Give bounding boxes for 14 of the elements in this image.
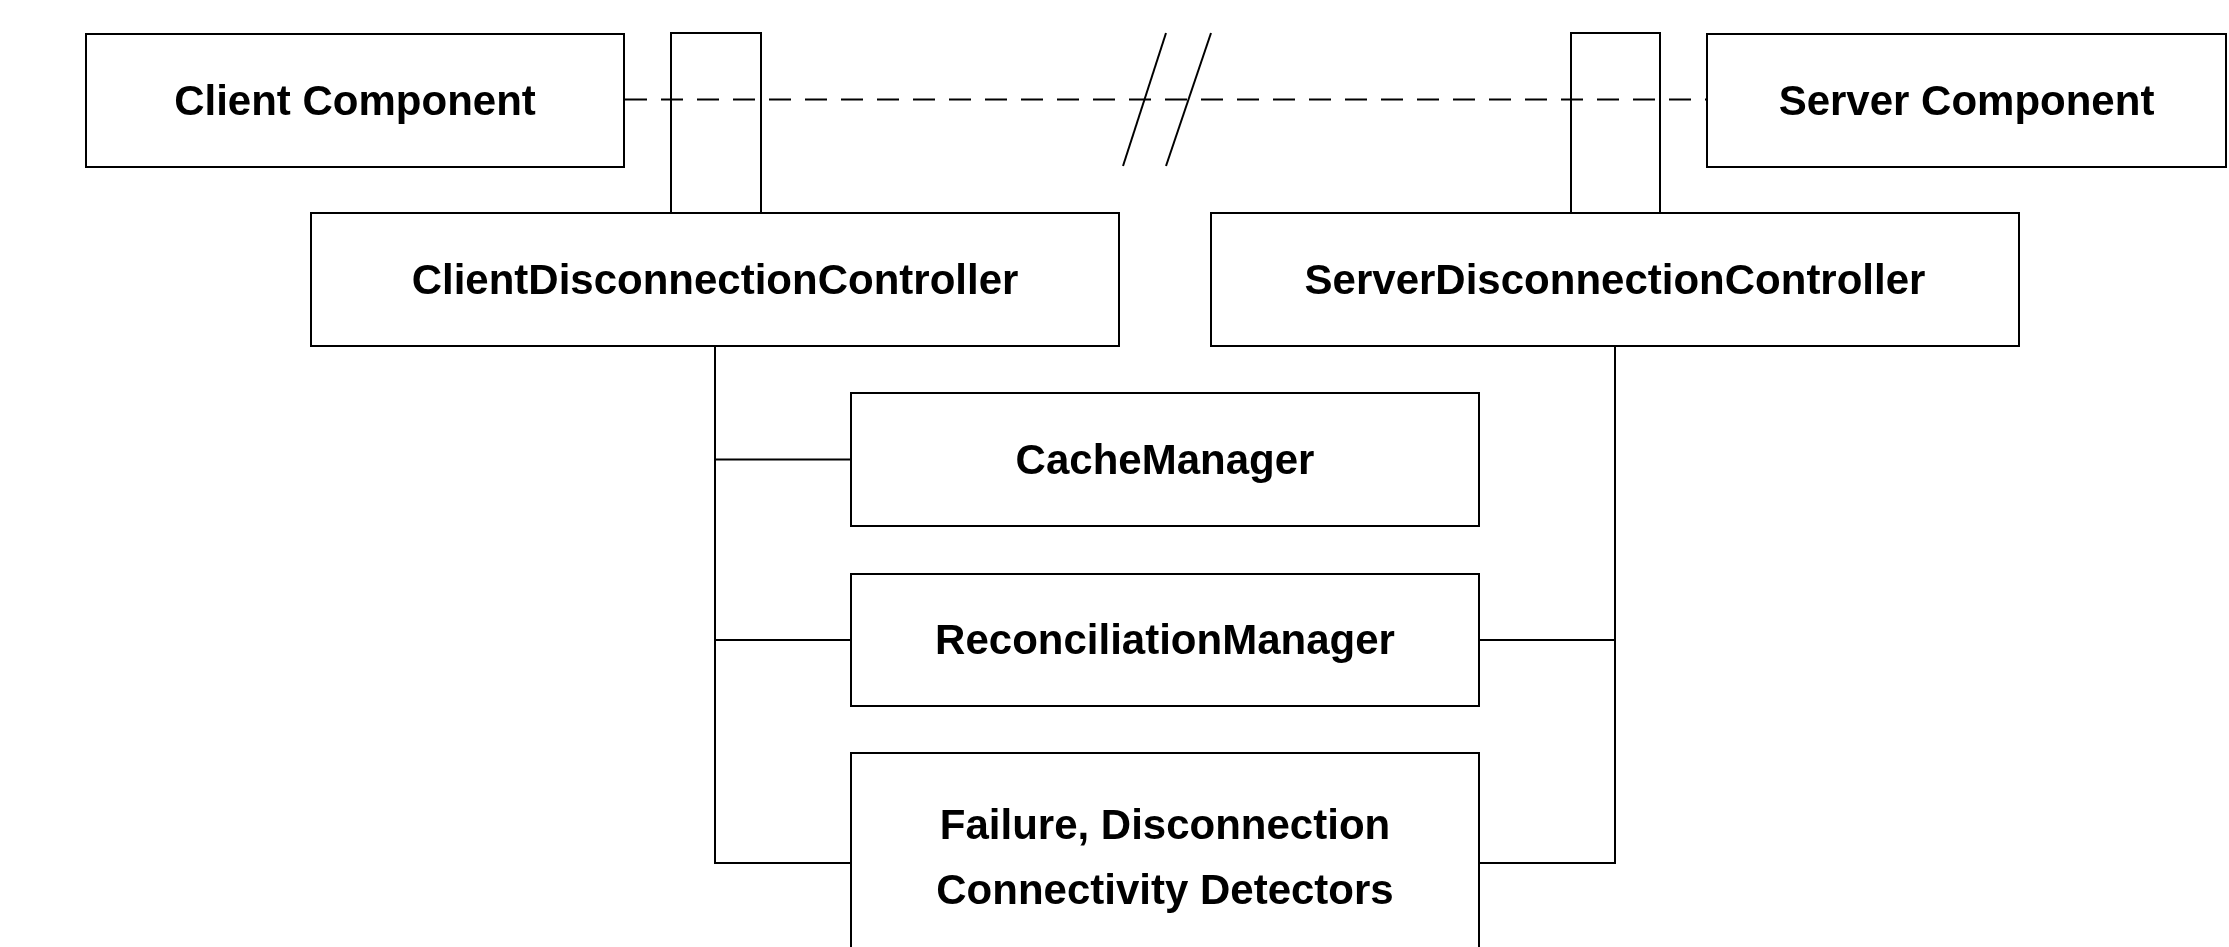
box-label: ClientDisconnectionController	[410, 254, 1020, 305]
controller-box	[1210, 212, 2020, 347]
controller-box	[310, 212, 1120, 347]
component-box	[850, 752, 1480, 947]
component-box	[850, 392, 1480, 527]
box-label: CacheManager	[1014, 434, 1316, 485]
box-label: Client Component	[173, 75, 537, 126]
component-box	[850, 573, 1480, 707]
title-box	[1706, 33, 2227, 168]
box-label: Failure, Disconnection Connectivity Detectors	[935, 800, 1395, 916]
box-label: ServerDisconnectionController	[1303, 254, 1927, 305]
box-label: Server Component	[1777, 75, 2156, 126]
title-box	[85, 33, 625, 168]
box-label: ReconciliationManager	[934, 615, 1396, 666]
